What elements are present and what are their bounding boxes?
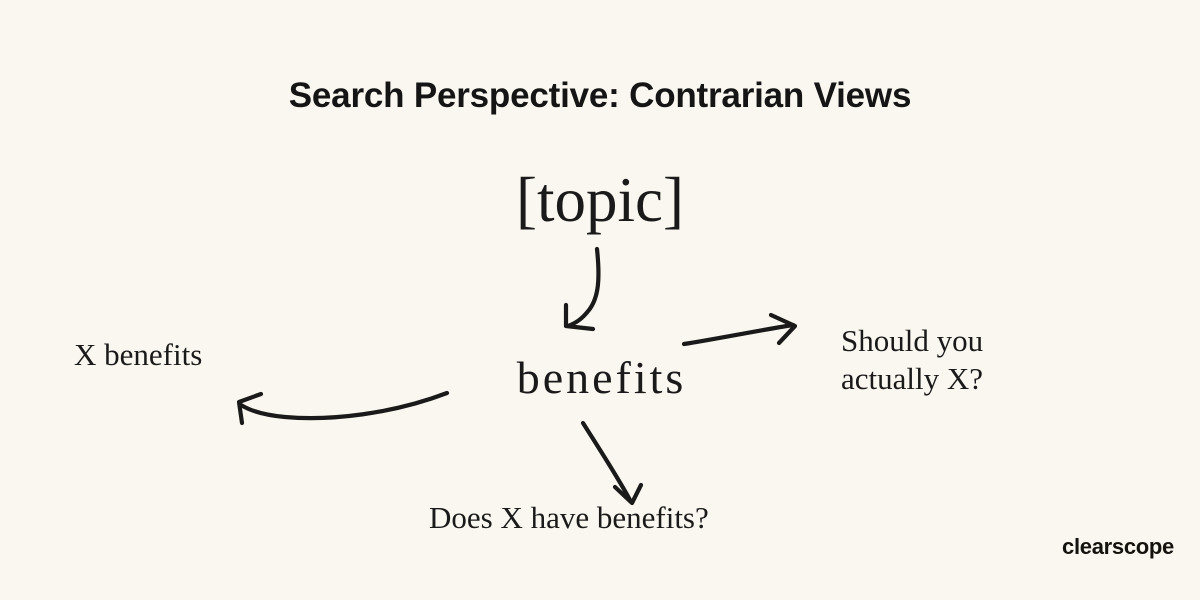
page-title: Search Perspective: Contrarian Views [288, 76, 912, 115]
diagram-branch-right-line2: actually X? [841, 361, 984, 396]
arrow-benefits-to-bottom-icon [580, 420, 644, 506]
diagram-root-node: [topic] [516, 165, 684, 235]
diagram-branch-bottom: Does X have benefits? [429, 500, 709, 535]
brand-wordmark: clearscope [1062, 534, 1174, 559]
diagram-center-node: benefits [516, 352, 687, 403]
diagram-branch-right-line1: Should you [841, 323, 984, 358]
arrow-topic-to-benefits-icon [563, 246, 601, 332]
diagram-branch-left: X benefits [74, 337, 203, 372]
arrow-benefits-to-right-icon [681, 312, 798, 347]
